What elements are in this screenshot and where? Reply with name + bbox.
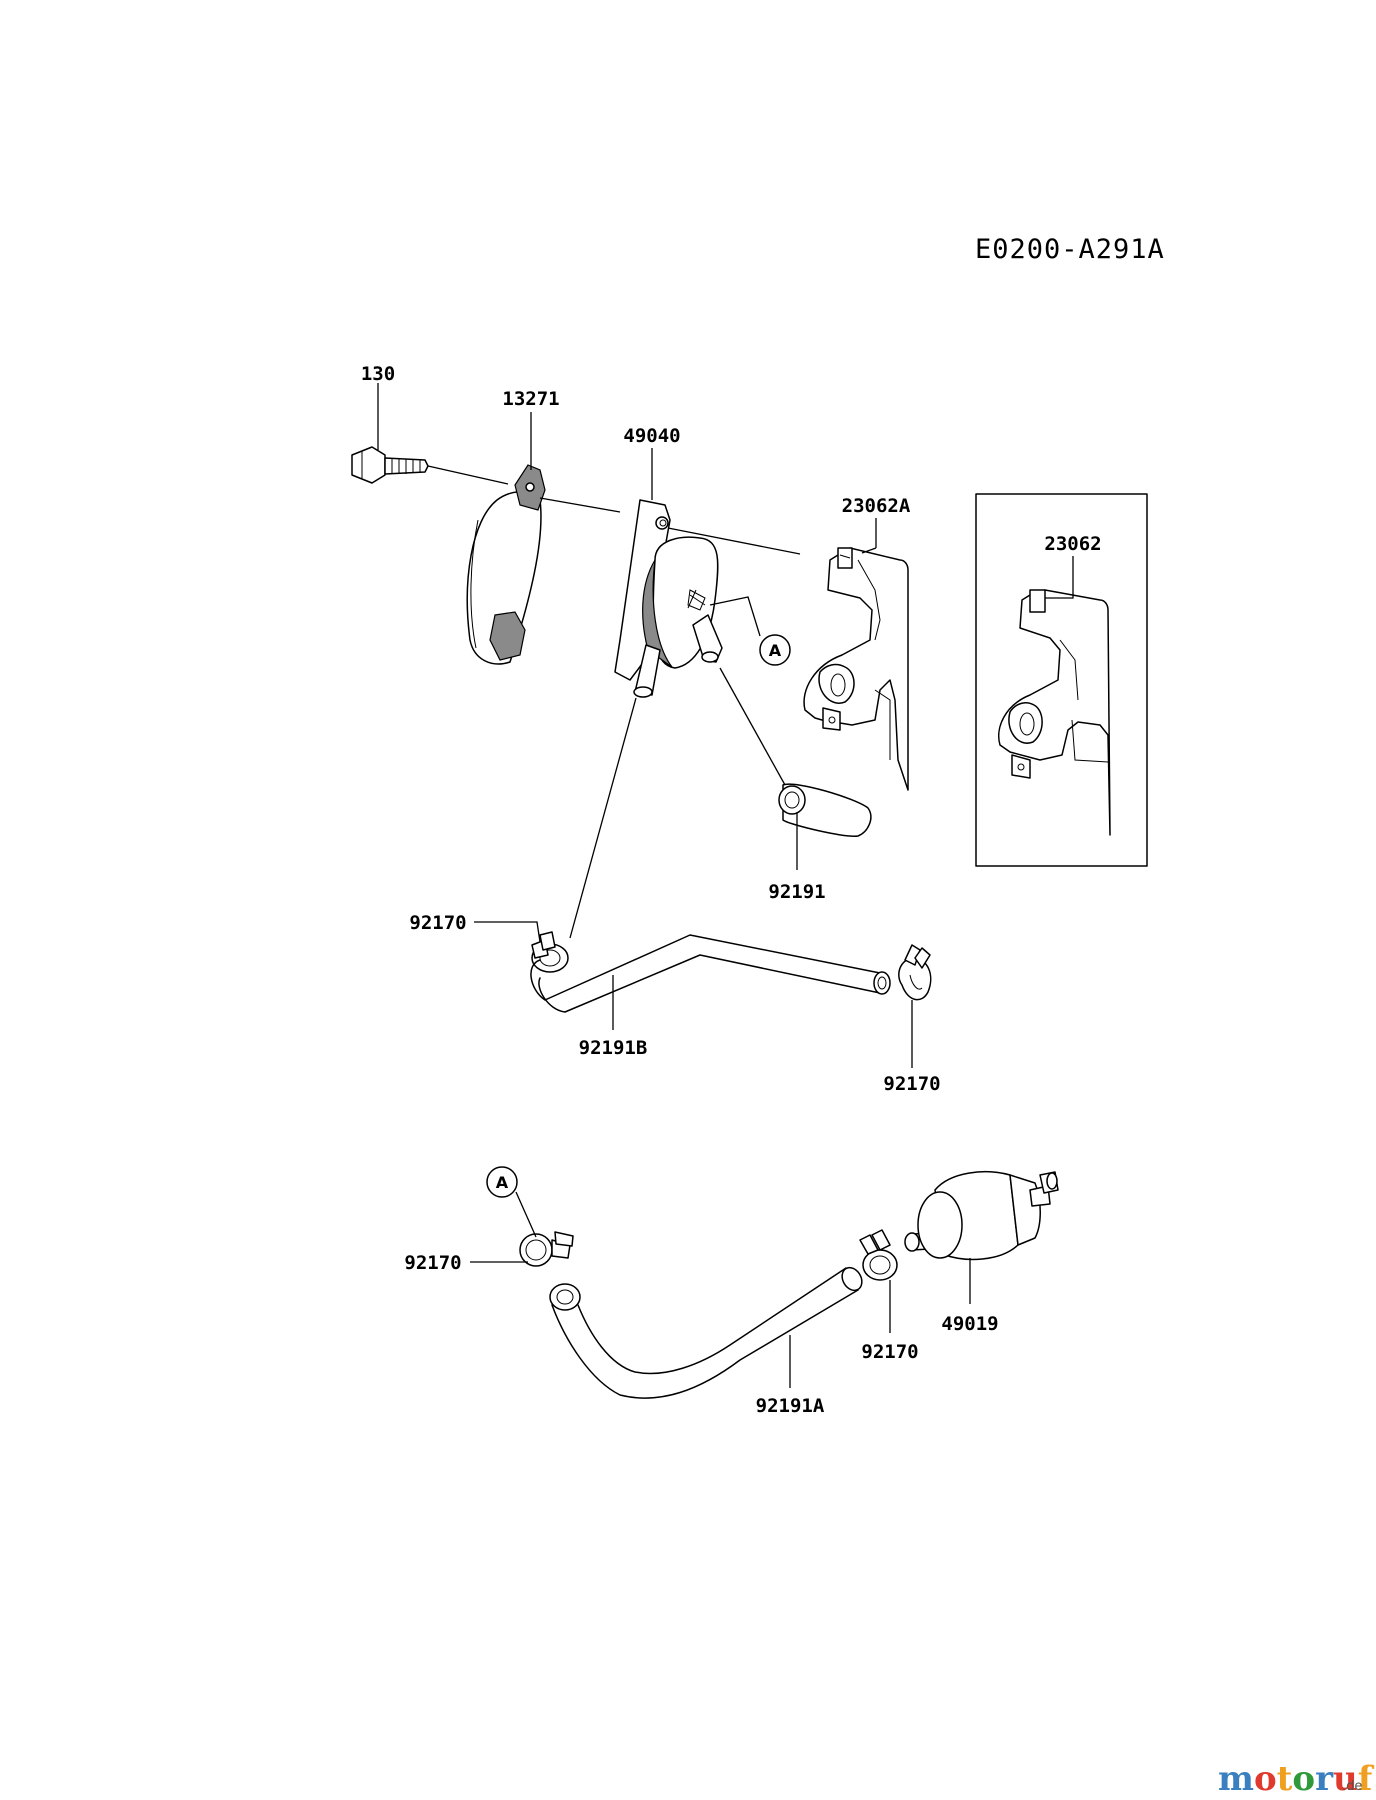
watermark-letter: m — [1218, 1759, 1254, 1799]
ref-marker-a-lower: A — [486, 1166, 518, 1198]
svg-text:A: A — [496, 1173, 509, 1192]
watermark-letter: r — [1315, 1759, 1334, 1799]
watermark-letter: t — [1277, 1759, 1293, 1799]
watermark-letter: o — [1292, 1759, 1315, 1799]
label-92191: 92191 — [768, 881, 825, 903]
watermark-suffix: .de — [1342, 1779, 1362, 1794]
fuel-pump-49040 — [614, 499, 723, 698]
label-92170-lower-right: 92170 — [861, 1341, 918, 1363]
label-49040: 49040 — [623, 425, 680, 447]
watermark-letter: o — [1254, 1759, 1277, 1799]
label-49019: 49019 — [941, 1313, 998, 1335]
label-92170-upper-right: 92170 — [883, 1073, 940, 1095]
pump-bracket-23062a — [803, 547, 909, 791]
alt-bracket-box — [975, 493, 1148, 867]
diagram-code: E0200-A291A — [975, 234, 1165, 265]
clamp-upper-left — [531, 931, 569, 973]
fuel-filter-49019 — [904, 1171, 1059, 1261]
clamp-upper-right — [898, 944, 932, 1001]
watermark-letter: u — [1333, 1759, 1358, 1799]
label-92170-upper-left: 92170 — [409, 912, 466, 934]
svg-text:A: A — [769, 641, 782, 660]
svg-text:motoruf: motoruf — [1218, 1759, 1375, 1799]
label-23062a: 23062A — [842, 495, 911, 517]
leader-lines — [377, 383, 1074, 1388]
label-13271: 13271 — [502, 388, 559, 410]
hose-92191a — [549, 1266, 863, 1399]
cap-92191 — [778, 783, 872, 837]
label-92191b: 92191B — [579, 1037, 648, 1059]
ref-marker-a-upper: A — [759, 634, 791, 666]
clamp-lower-left — [519, 1231, 574, 1267]
bolt-130 — [351, 446, 429, 484]
clamp-lower-right — [859, 1229, 898, 1281]
label-130: 130 — [361, 363, 395, 385]
label-23062: 23062 — [1044, 533, 1101, 555]
watermark-logo: motoruf .de — [1218, 1759, 1375, 1799]
bracket-plate-13271 — [466, 464, 546, 665]
label-92191a: 92191A — [756, 1395, 825, 1417]
watermark-letter: f — [1358, 1759, 1375, 1799]
hose-92191b — [530, 934, 891, 1013]
label-92170-lower-left: 92170 — [404, 1252, 461, 1274]
